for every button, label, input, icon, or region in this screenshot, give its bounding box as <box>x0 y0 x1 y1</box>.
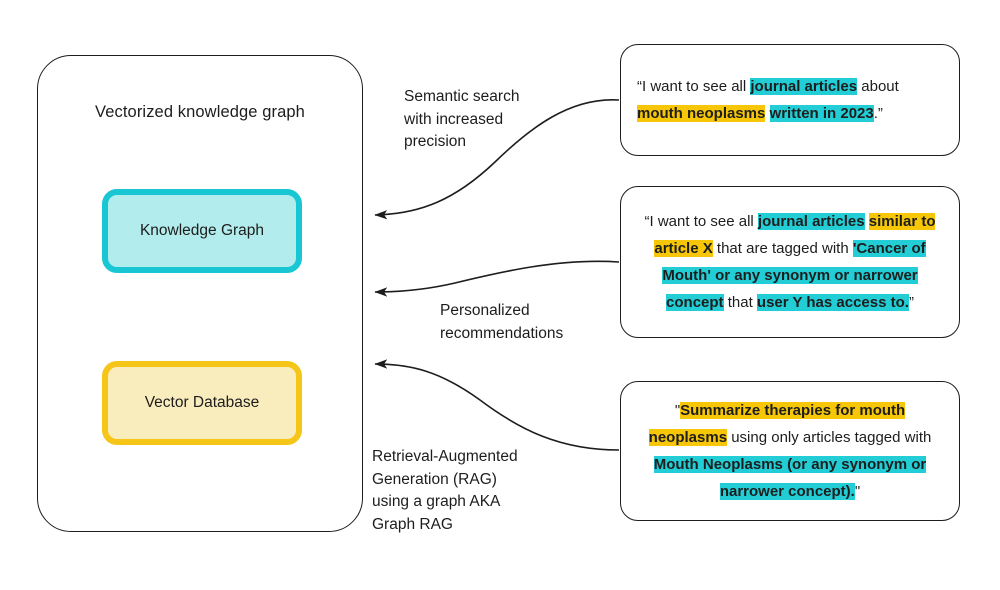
highlight-cyan: written in 2023 <box>769 105 874 122</box>
highlight-cyan: Mouth Neoplasms (or any synonym or narro… <box>653 456 927 500</box>
callout-graph-rag-text: "Summarize therapies for mouth neoplasms… <box>648 402 932 500</box>
knowledge-graph-node-label: Knowledge Graph <box>139 222 265 239</box>
callout-personalized-recommendations: “I want to see all journal articles simi… <box>620 186 960 338</box>
highlight-cyan: user Y has access to. <box>756 294 909 311</box>
arrow-graph-rag <box>374 359 620 451</box>
knowledge-graph-node[interactable]: Knowledge Graph <box>102 189 302 273</box>
callout-semantic-search-text: “I want to see all journal articles abou… <box>637 78 899 122</box>
callout-graph-rag: "Summarize therapies for mouth neoplasms… <box>620 381 960 521</box>
callout-semantic-search: “I want to see all journal articles abou… <box>620 44 960 156</box>
arrow-personalized-recommendations <box>374 260 620 297</box>
process-label-personalized-recommendations: Personalized recommendations <box>440 302 564 342</box>
vector-database-node[interactable]: Vector Database <box>102 361 302 445</box>
vectorized-knowledge-graph-panel: Vectorized knowledge graph Knowledge Gra… <box>37 55 363 532</box>
highlight-yellow: Summarize therapies for mouth neoplasms <box>648 402 906 446</box>
panel-title: Vectorized knowledge graph <box>95 103 305 121</box>
highlight-cyan: journal articles <box>750 78 858 95</box>
highlight-yellow: mouth neoplasms <box>637 105 766 122</box>
vector-database-node-label: Vector Database <box>144 394 260 411</box>
process-label-semantic-search: Semantic search with increased precision <box>404 88 520 150</box>
highlight-cyan: journal articles <box>757 213 865 230</box>
process-label-graph-rag: Retrieval-Augmented Generation (RAG) usi… <box>372 448 518 533</box>
callout-personalized-recommendations-text: “I want to see all journal articles simi… <box>644 213 936 311</box>
